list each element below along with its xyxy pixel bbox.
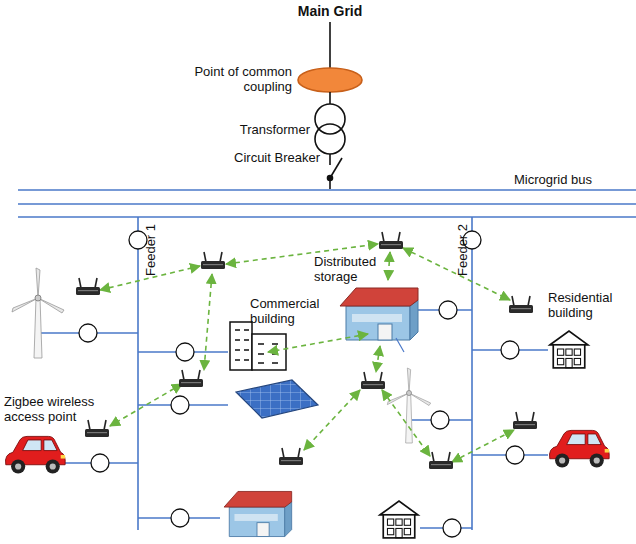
feeder-wires bbox=[40, 217, 548, 530]
meter-circles bbox=[79, 231, 524, 537]
access-point-label: Zigbee wireless access point bbox=[4, 394, 108, 424]
building-label: Residential building bbox=[548, 290, 632, 320]
pcc-label: Point of common coupling bbox=[188, 64, 292, 94]
solar-panel bbox=[236, 380, 318, 418]
feeder-label: Feeder 1 bbox=[143, 224, 158, 276]
zigbee-links bbox=[100, 244, 514, 462]
grid-label: Main Grid bbox=[280, 4, 380, 19]
building-label: Commercial building bbox=[250, 296, 336, 326]
bus-label: Microgrid bus bbox=[514, 172, 632, 187]
storage-label: Distributed storage bbox=[314, 254, 396, 284]
feeder-label: Feeder 2 bbox=[455, 224, 470, 276]
breaker-label: Circuit Breaker bbox=[196, 150, 320, 165]
microgrid-bus bbox=[18, 190, 636, 217]
devices bbox=[5, 268, 609, 538]
transformer-label: Transformer bbox=[200, 122, 310, 137]
commercial-building bbox=[230, 322, 286, 370]
